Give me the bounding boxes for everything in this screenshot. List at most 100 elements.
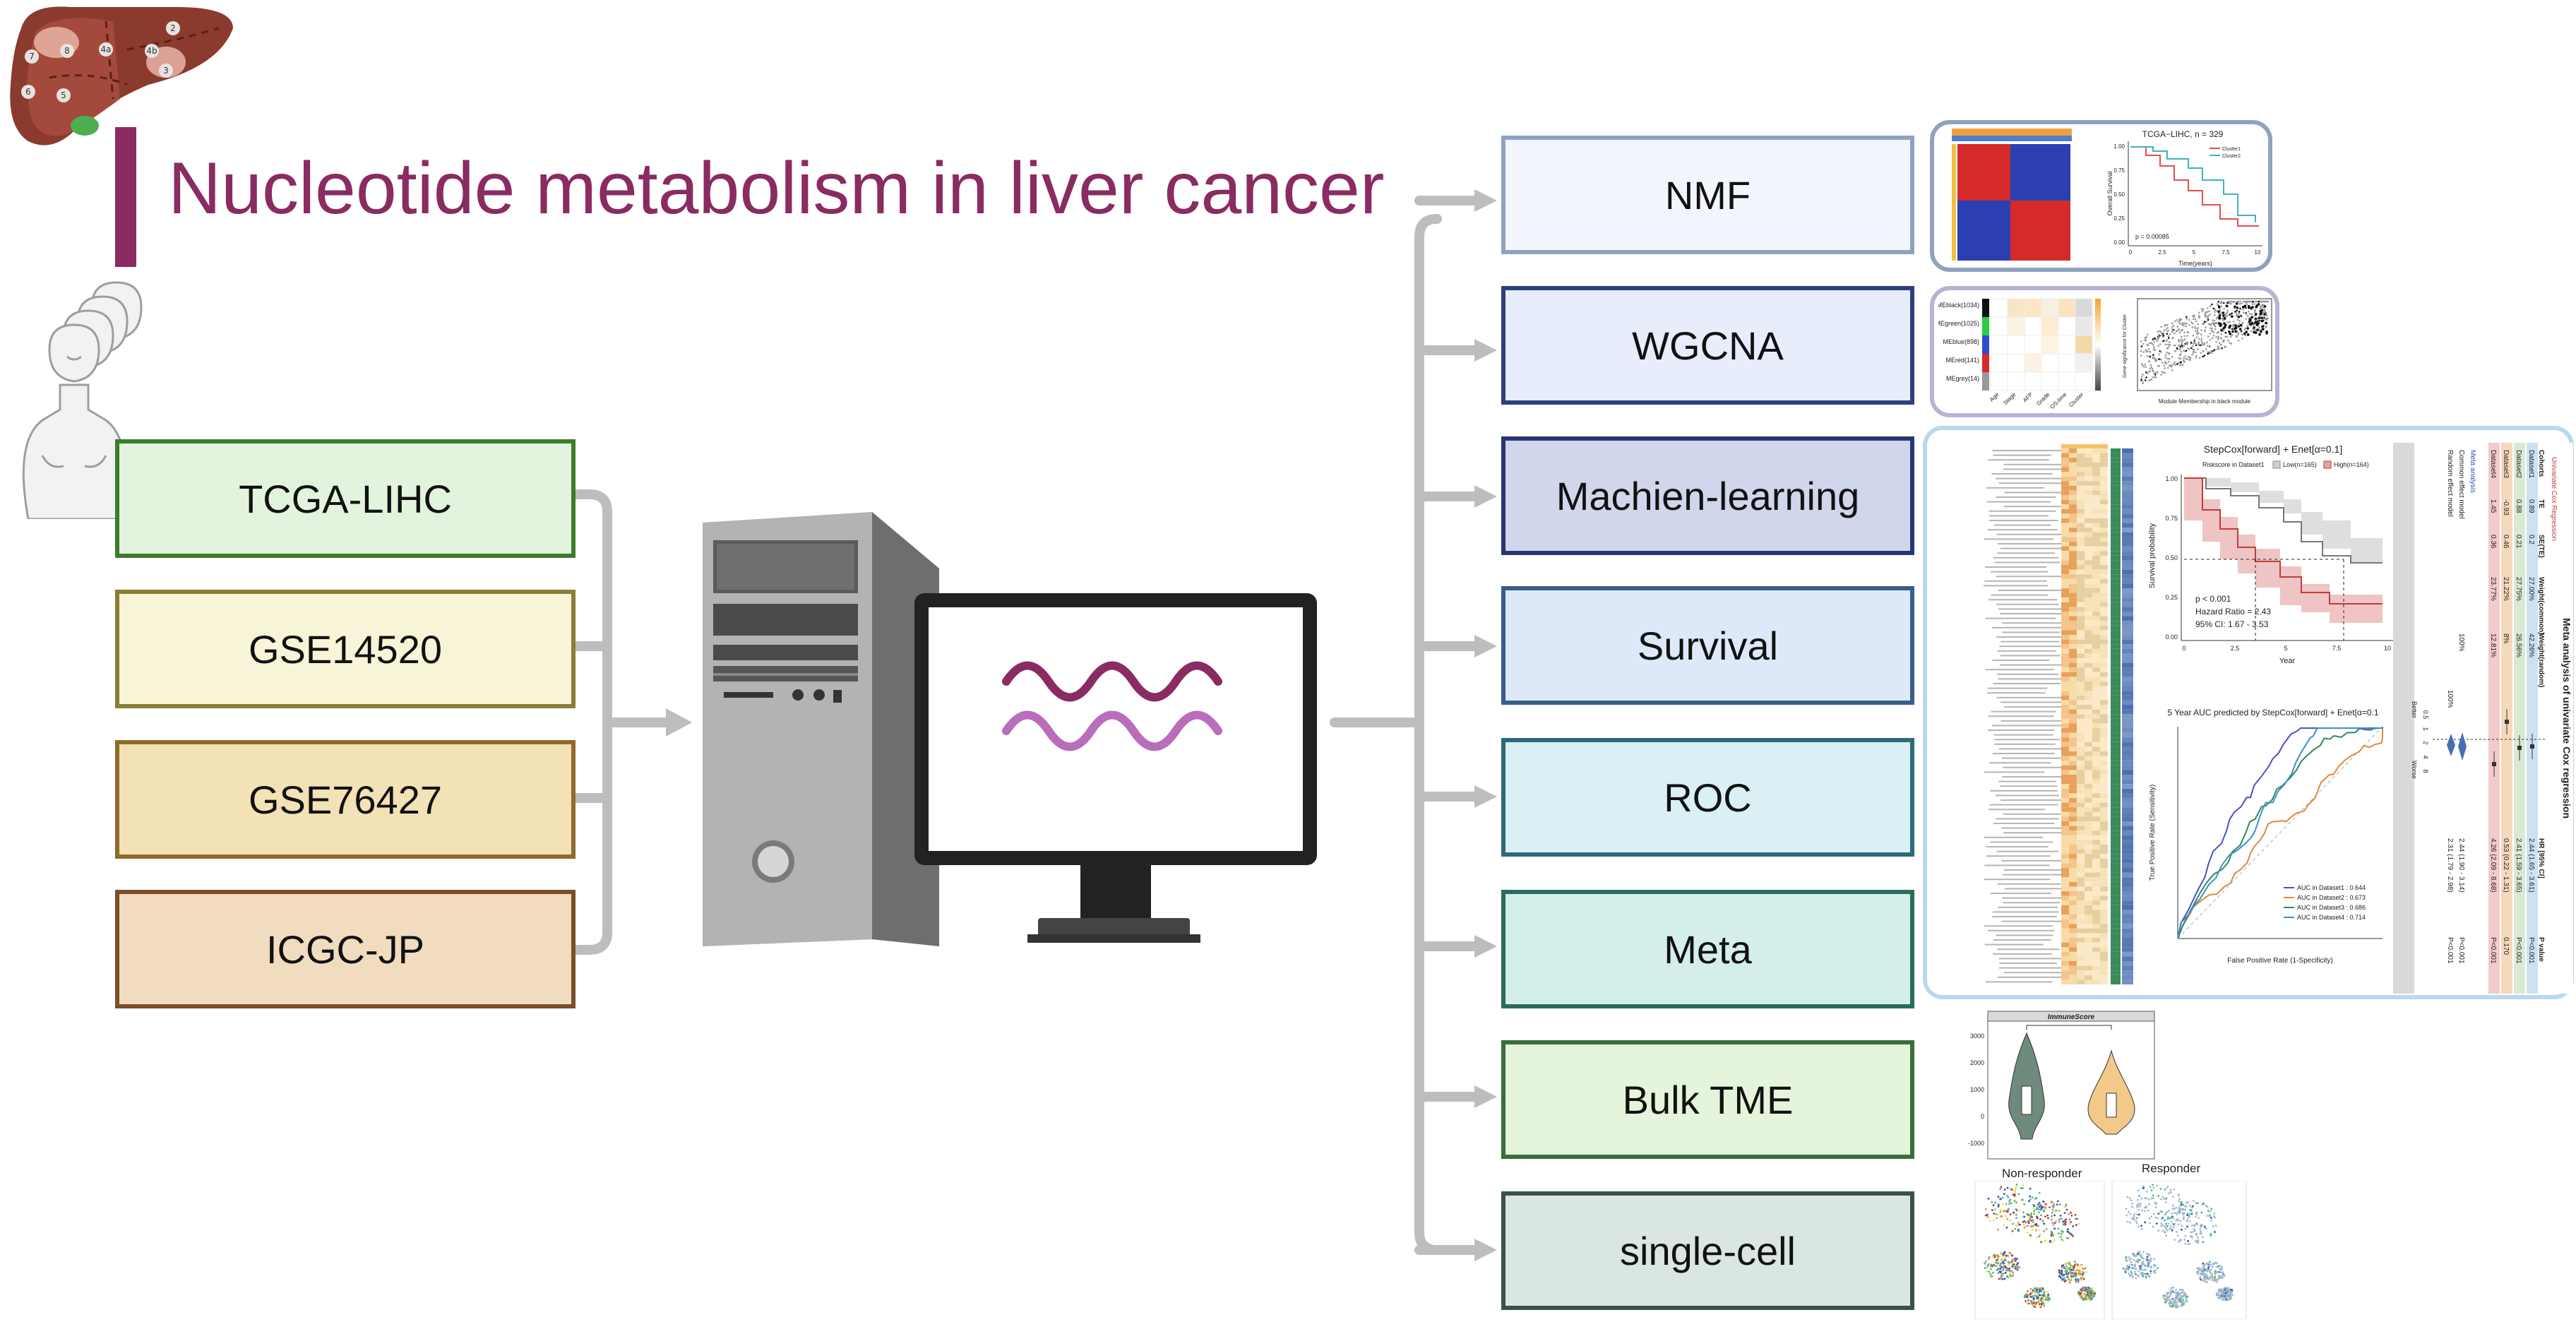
dataset-gse76427[interactable]: GSE76427 <box>115 740 576 859</box>
sc-cell-point <box>2147 1274 2149 1276</box>
ml-heat-bar <box>2122 681 2133 686</box>
ml-meta-summary-label: Meta analysis <box>2469 450 2476 493</box>
sc-cell-point <box>2000 1198 2002 1201</box>
wgcna-scatter-point <box>2203 355 2206 357</box>
wgcna-scatter-point <box>2260 319 2263 323</box>
wgcna-scatter-point <box>2198 341 2200 343</box>
ml-heat-cell <box>2061 583 2069 588</box>
dataset-gse14520[interactable]: GSE14520 <box>115 590 576 708</box>
dataset-tcga-lihc[interactable]: TCGA-LIHC <box>115 439 576 558</box>
wgcna-scatter-point <box>2169 333 2171 335</box>
wgcna-scatter-point <box>2242 311 2245 314</box>
sc-cell-point <box>2225 1292 2227 1294</box>
sc-cell-point <box>2197 1202 2200 1205</box>
sc-cell-point <box>2039 1294 2041 1297</box>
sc-cell-point <box>2225 1287 2227 1290</box>
sc-cell-point <box>2170 1287 2173 1289</box>
wgcna-module-swatch <box>1982 372 1989 391</box>
sc-cell-point <box>2012 1211 2015 1214</box>
ml-meta-diamond <box>2458 732 2467 761</box>
wgcna-scatter-point <box>2232 321 2235 323</box>
wgcna-scatter-point <box>2203 342 2206 345</box>
wgcna-scatter-point <box>2260 300 2263 303</box>
ml-heat-cell <box>2069 877 2077 882</box>
sc-cell-point <box>2172 1217 2175 1220</box>
ml-heat-cell <box>2061 677 2069 681</box>
sc-cell-point <box>2182 1299 2185 1302</box>
sc-cell-point <box>2171 1204 2174 1207</box>
sc-cell-point <box>2140 1256 2143 1259</box>
tme-ytick: 2000 <box>1970 1059 1984 1066</box>
ml-heat-cell <box>2061 523 2069 528</box>
analysis-machien-learning[interactable]: Machien-learning <box>1501 436 1914 555</box>
ml-model-label <box>1996 696 2065 698</box>
wgcna-scatter-point <box>2247 322 2250 325</box>
sc-cell-point <box>2030 1302 2033 1304</box>
wgcna-scatter-point <box>2166 339 2168 341</box>
arrow-head-tme <box>1474 1085 1497 1108</box>
ml-heat-cell <box>2100 653 2108 658</box>
sc-cell-point <box>2046 1291 2049 1294</box>
sc-cell-point <box>2051 1208 2054 1211</box>
ml-model-label <box>1994 561 2061 564</box>
wgcna-heat-cell <box>2024 316 2042 336</box>
ml-heat-cell <box>2100 635 2108 640</box>
wgcna-scatter-point <box>2140 340 2142 343</box>
analysis-roc[interactable]: ROC <box>1501 738 1914 857</box>
ml-heat-bar <box>2111 830 2121 835</box>
ml-heat-bar <box>2111 625 2121 631</box>
sc-cell-point <box>2175 1220 2177 1222</box>
sc-cell-point <box>2164 1294 2167 1297</box>
ml-heat-cell <box>2085 849 2092 854</box>
ml-model-label <box>1998 780 2056 782</box>
ml-heat-cell <box>2061 546 2069 552</box>
analysis-meta[interactable]: Meta <box>1501 890 1914 1008</box>
sc-cell-point <box>2145 1197 2148 1199</box>
ml-model-label <box>1996 636 2064 638</box>
ml-model-label <box>2002 776 2067 778</box>
sc-cell-point <box>2165 1198 2167 1200</box>
sc-cell-point <box>2201 1203 2204 1206</box>
sc-cell-point <box>2221 1275 2223 1278</box>
ml-heat-cell <box>2077 518 2085 523</box>
ml-heat-bar <box>2111 639 2121 645</box>
sc-cell-point <box>2214 1278 2217 1280</box>
ml-meta-axis-tick: 4 <box>2422 755 2429 758</box>
analysis-survival[interactable]: Survival <box>1501 586 1914 705</box>
sc-cell-point <box>2130 1199 2133 1202</box>
analysis-nmf[interactable]: NMF <box>1501 136 1914 254</box>
wgcna-scatter-point <box>2217 335 2220 338</box>
sc-cell-point <box>2167 1192 2170 1195</box>
sc-cell-point <box>2042 1288 2045 1291</box>
sc-cell-point <box>2029 1287 2032 1290</box>
sc-cell-point <box>1992 1204 1995 1207</box>
wgcna-scatter-point <box>2217 306 2221 309</box>
ml-heat-cell <box>2061 965 2069 971</box>
sc-cell-point <box>2187 1295 2189 1298</box>
ml-heat-cell <box>2077 933 2085 938</box>
wgcna-scatter-point <box>2178 331 2181 334</box>
wgcna-scatter-point <box>2166 333 2169 335</box>
sc-cell-point <box>2167 1299 2169 1302</box>
sc-cell-point <box>2135 1217 2138 1220</box>
sc-cell-point <box>2051 1212 2053 1214</box>
dataset-icgc-jp[interactable]: ICGC-JP <box>115 890 576 1008</box>
analysis-wgcna[interactable]: WGCNA <box>1501 286 1914 405</box>
computer-icon <box>703 512 1317 946</box>
nmf-km-curve-2 <box>2130 146 2256 222</box>
analysis-bulk-tme[interactable]: Bulk TME <box>1501 1040 1914 1159</box>
sc-cell-point <box>2080 1292 2082 1294</box>
wgcna-scatter-point <box>2248 316 2251 318</box>
ml-heat-cell <box>2077 630 2085 635</box>
sc-cell-point <box>2171 1208 2174 1210</box>
ml-heat-cell <box>2100 569 2108 575</box>
ml-heat-cell <box>2092 784 2100 789</box>
sc-cell-point <box>2133 1268 2136 1270</box>
sc-cell-point <box>2068 1222 2071 1225</box>
analysis-single-cell[interactable]: single-cell <box>1501 1191 1914 1310</box>
ml-heat-cell <box>2092 788 2100 794</box>
sc-cell-point <box>2037 1294 2039 1297</box>
wgcna-scatter-point <box>2196 329 2199 332</box>
